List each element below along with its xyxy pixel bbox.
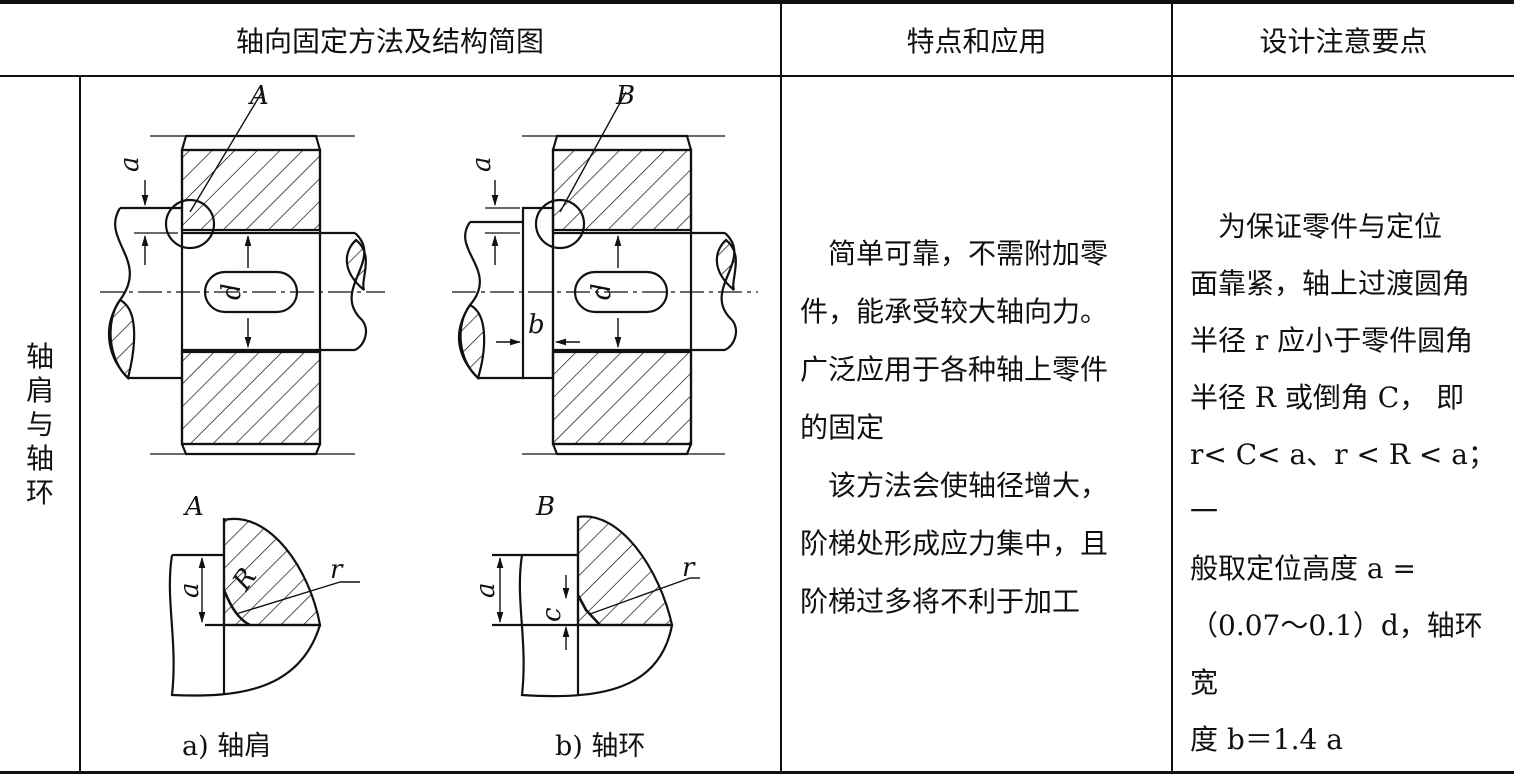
features-text: 简单可靠，不需附加零 件，能承受较大轴向力。 广泛应用于各种轴上零件 的固定 该… [800,225,1162,631]
col-divider-label [79,76,81,772]
label-a-dim-fig-a: a [115,156,145,172]
label-r-detail-b: r [682,553,696,583]
features-line: 广泛应用于各种轴上零件 [800,353,1109,386]
notes-line: 半径 R 或倒角 C， 即 [1190,381,1465,414]
notes-line: 般取定位高度 a = [1190,552,1416,585]
features-line: 简单可靠，不需附加零 [828,237,1109,270]
row-label-char: 与 [25,407,54,441]
detail-a [168,517,360,697]
features-line: 件，能承受较大轴向力。 [800,295,1109,328]
features-line: 阶梯过多将不利于加工 [800,585,1081,618]
caption-a-text: 轴肩 [217,731,272,762]
label-A-callout: A [248,81,269,111]
caption-b-prefix: b) [555,731,592,762]
label-a-detail-a: a [175,582,205,598]
features-line: 阶梯处形成应力集中，且 [800,527,1109,560]
table-bottom-rule [0,771,1514,774]
row-label-char: 环 [25,475,54,509]
caption-b: b) 轴环 [555,724,645,763]
axial-fixing-drawing: A B a a d d b A B a R r a c r [100,81,758,698]
design-notes-text: 为保证零件与定位 面靠紧，轴上过渡圆角 半径 r 应小于零件圆角 半径 R 或倒… [1190,198,1502,768]
notes-line: 为保证零件与定位 [1218,210,1443,243]
caption-b-text: 轴环 [591,731,646,762]
figure-a-shoulder [100,91,385,456]
row-label: 轴 肩 与 轴 环 [0,77,80,772]
row-label-char: 轴 [25,339,54,373]
caption-a: a) 轴肩 [182,724,271,763]
header-method-diagram: 轴向固定方法及结构简图 [235,25,544,58]
header-design-notes: 设计注意要点 [1259,25,1428,58]
table-header-rule [0,75,1514,77]
col-divider-2 [1171,2,1173,772]
label-a-dim-fig-b: a [467,156,497,172]
notes-line: （0.07～0.1）d，轴环宽 [1190,609,1483,699]
label-r-detail-a: r [330,555,344,585]
row-label-char: 轴 [25,441,54,475]
features-line: 该方法会使轴径增大， [828,469,1109,502]
table-top-rule [0,0,1514,4]
label-B-callout: B [615,81,635,111]
features-line: 的固定 [800,411,885,444]
label-c-detail-b: c [537,607,567,622]
col-divider-1 [780,2,782,772]
notes-line: 半径 r 应小于零件圆角 [1190,324,1474,357]
label-d-fig-a: d [217,283,247,300]
detail-b [492,515,700,698]
label-A-detail: A [183,492,204,522]
figure-b-collar [452,91,758,456]
caption-a-prefix: a) [182,731,218,762]
notes-line: r< C< a、r < R < a；一 [1190,438,1496,528]
label-a-detail-b: a [471,582,501,598]
header-features: 特点和应用 [906,25,1047,58]
row-label-char: 肩 [25,373,54,407]
label-d-fig-b: d [587,283,617,300]
notes-line: 度 b＝1.4 a [1190,723,1343,756]
notes-line: 面靠紧，轴上过渡圆角 [1190,267,1471,300]
label-B-detail: B [535,492,555,522]
label-b-collar-width: b [528,310,545,340]
